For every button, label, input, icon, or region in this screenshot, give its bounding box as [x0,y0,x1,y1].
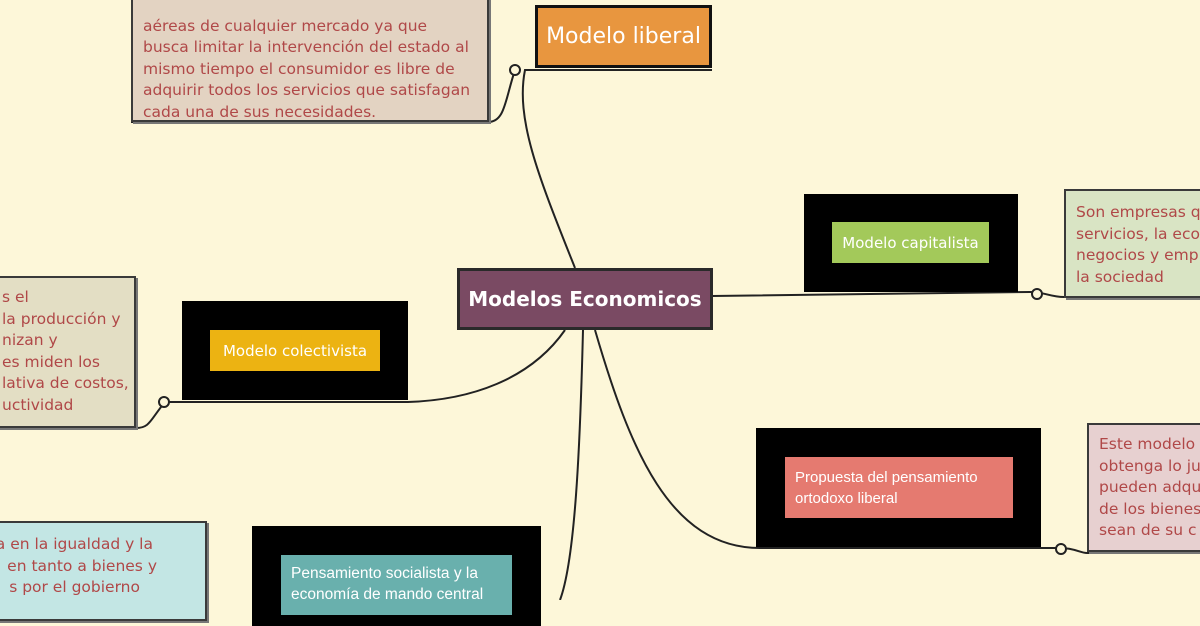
note-line: adquirir todos los servicios que satisfa… [143,81,471,99]
node-central[interactable]: Modelos Economicos [457,268,713,330]
note-line: Este modelo [1099,435,1196,453]
note-line: de los bienes, [1099,499,1200,518]
liberal-note: aéreas de cualquier mercado ya que busca … [131,0,489,122]
note-line: la producción y [2,309,121,328]
note-line: mismo tiempo el consumidor es libre de [143,59,455,78]
note-line: pueden adquir [1099,478,1200,496]
note-line: lativa de costos, [2,374,129,392]
node-label: Modelo capitalista [842,233,979,252]
note-line: cada una de sus necesidades. [143,102,377,121]
node-label: Modelo liberal [546,24,701,49]
note-line: sean de su c [1099,521,1197,539]
socialista-note: sa en la igualdad y la en tanto a bienes … [0,521,207,621]
note-line: la sociedad [1076,267,1164,286]
propuesta-note: Este modelo obtenga lo ju pueden adquir de … [1087,423,1200,552]
node-propuesta-ortodoxo-liberal[interactable]: Propuesta del pensamiento ortodoxo liber… [785,457,1013,518]
note-line: sa en la igualdad y la [0,535,153,553]
capitalista-note: Son empresas q servicios, la eco negocios … [1064,189,1200,298]
note-line: en tanto a bienes y [7,556,157,575]
note-line: negocios y emp [1076,246,1199,264]
colectivista-note: s el la producción y nizan y es miden los la… [0,276,136,428]
node-label: Modelos Economicos [468,287,702,311]
note-line: obtenga lo ju [1099,456,1200,475]
connector-lines [0,64,1200,600]
note-line: uctividad [2,395,74,414]
note-line: s por el gobierno [9,578,140,596]
node-modelo-capitalista[interactable]: Modelo capitalista [832,222,989,263]
note-line: nizan y [2,331,58,349]
note-line: es miden los [2,352,100,371]
node-label: Modelo colectivista [222,341,368,360]
note-line: servicios, la eco [1076,224,1200,243]
note-line [143,0,477,16]
node-label: Propuesta del pensamiento ortodoxo liber… [795,468,978,507]
node-label: Pensamiento socialista y la economía de … [291,565,484,603]
note-line: Son empresas q [1076,203,1200,221]
note-line: busca limitar la intervención del estado… [143,38,469,56]
note-line: aéreas de cualquier mercado ya que [143,16,428,35]
node-pensamiento-socialista[interactable]: Pensamiento socialista y la economía de … [281,555,512,615]
node-modelo-colectivista[interactable]: Modelo colectivista [210,330,380,371]
node-modelo-liberal[interactable]: Modelo liberal [535,5,712,68]
note-line: s el [2,288,29,306]
